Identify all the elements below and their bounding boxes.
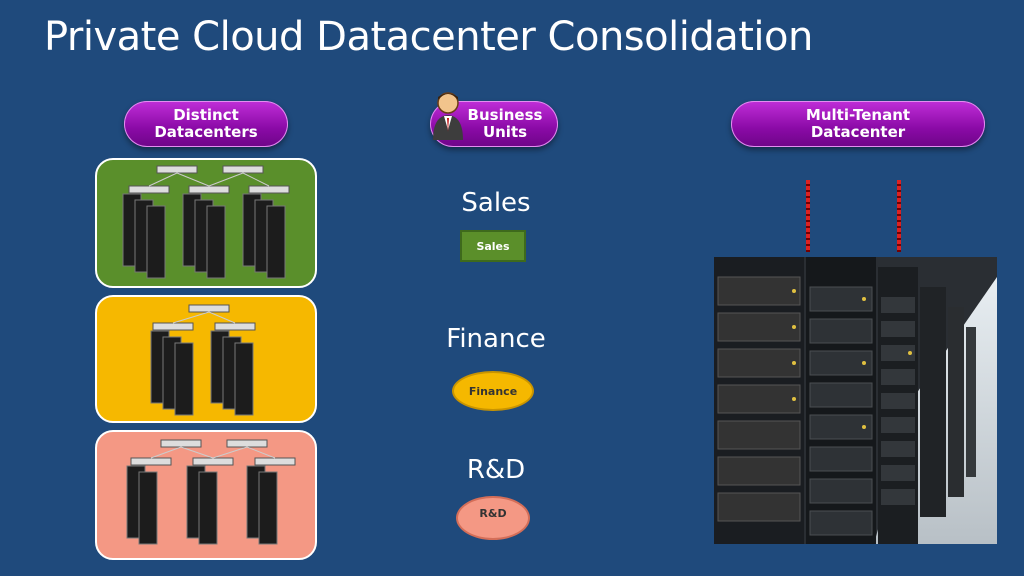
cable-left	[806, 180, 810, 252]
server-rack-icon	[126, 439, 296, 545]
page-title: Private Cloud Datacenter Consolidation	[44, 14, 813, 60]
rnd-datacenter-box	[95, 430, 317, 560]
finance-datacenter-box	[95, 295, 317, 423]
distinct-header-line2: Datacenters	[154, 123, 258, 141]
server-rack-icon	[150, 304, 256, 416]
bu-label-rnd: R&D	[466, 455, 526, 485]
bu-label-finance: Finance	[446, 324, 546, 354]
business-header-line1: Business	[467, 105, 543, 124]
server-rack-icon	[122, 165, 290, 279]
multi-header-line1: Multi-Tenant	[805, 105, 911, 124]
business-header-line2: Units	[482, 123, 528, 141]
rnd-tag: R&D	[456, 496, 530, 540]
cable-right	[897, 180, 901, 252]
finance-tag: Finance	[452, 371, 534, 411]
sales-tag: Sales	[460, 230, 526, 262]
distinct-header-line1: Distinct	[173, 105, 239, 124]
multi-header-line2: Datacenter	[810, 123, 906, 141]
person-icon	[433, 92, 463, 140]
bu-label-sales: Sales	[461, 188, 531, 218]
multi-tenant-datacenter-image	[714, 257, 997, 544]
sales-datacenter-box	[95, 158, 317, 288]
